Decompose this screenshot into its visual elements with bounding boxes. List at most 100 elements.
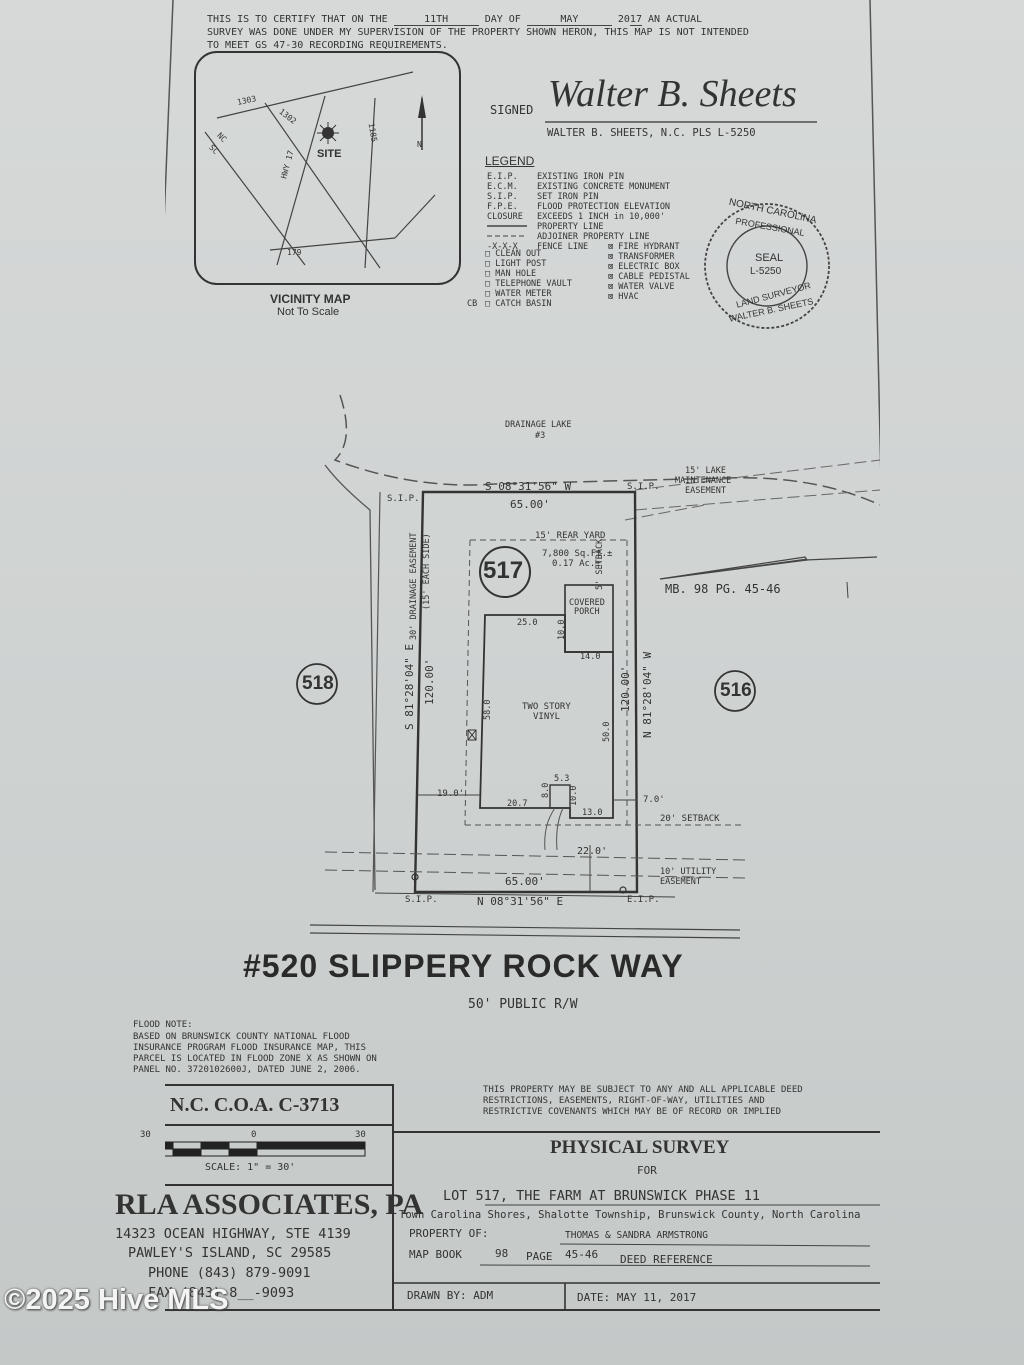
legend-title: LEGEND (485, 154, 535, 168)
drawn-by: DRAWN BY: ADM (407, 1289, 494, 1302)
legend-desc: FENCE LINE (537, 242, 589, 252)
front-bearing: N 08°31'56" E (477, 895, 564, 908)
legend-code: -X-X-X (487, 242, 518, 252)
dim-19: 19.0' (437, 789, 465, 799)
dim-7: 7.0' (643, 795, 665, 805)
signed-label: SIGNED (490, 103, 534, 117)
legend-symbol-item: ⊠ WATER VALVE (608, 282, 675, 292)
restriction-line: RESTRICTIONS, EASEMENTS, RIGHT-OF-WAY, U… (483, 1096, 765, 1106)
vicinity-title: VICINITY MAP (270, 292, 351, 306)
drainage-lake-label: DRAINAGE LAKE (505, 420, 572, 430)
left-distance: 120.00' (423, 658, 436, 705)
firm-phone: PHONE (843) 879-9091 (148, 1265, 311, 1281)
left-bearing: S 81°28'04" E (403, 643, 416, 730)
legend-desc: EXISTING CONCRETE MONUMENT (537, 182, 671, 192)
seal-center-2: L-5250 (750, 266, 782, 277)
side-setback: 5' SETBACK (595, 538, 605, 590)
road-179: 179 (287, 248, 302, 257)
legend-desc: SET IRON PIN (537, 192, 599, 202)
flood-note-line: BASED ON BRUNSWICK COUNTY NATIONAL FLOOD (133, 1032, 350, 1042)
rear-bearing: S 08°31'56" W (485, 480, 572, 493)
flood-note-line: PANEL NO. 3720102600J, DATED JUNE 2, 200… (133, 1065, 361, 1075)
firm-fax: FAX (843) 8__-9093 (148, 1285, 295, 1301)
dim-50: 50.0 (602, 721, 612, 742)
mapbook-ref: MB. 98 PG. 45-46 (665, 582, 781, 596)
rear-distance: 65.00' (510, 498, 550, 511)
lake-easement-1: 15' LAKE (685, 466, 726, 476)
sip-top-left: S.I.P. (387, 494, 420, 504)
front-setback: 20' SETBACK (660, 814, 720, 824)
dim-5-3: 5.3 (554, 774, 570, 784)
surveyor-name: WALTER B. SHEETS, N.C. PLS L-5250 (547, 127, 756, 139)
flood-note-line: INSURANCE PROGRAM FLOOD INSURANCE MAP, T… (133, 1043, 366, 1053)
legend-code: S.I.P. (487, 192, 518, 202)
page-label: PAGE (526, 1250, 553, 1263)
covered-porch-1: COVERED (569, 598, 605, 608)
legend-code: E.C.M. (487, 182, 518, 192)
scale-30-left: 30 (140, 1130, 151, 1140)
site-label: SITE (317, 148, 342, 160)
restriction-line: RESTRICTIVE COVENANTS WHICH MAY BE OF RE… (483, 1107, 782, 1117)
area-sqft: 7,800 Sq.Ft.± (542, 549, 613, 559)
dim-25: 25.0 (517, 618, 538, 628)
for-label: FOR (637, 1164, 657, 1177)
vicinity-subtitle: Not To Scale (277, 306, 340, 318)
location: Town Carolina Shores, Shalotte Township,… (399, 1209, 861, 1221)
sip-top-right: S.I.P. (627, 482, 660, 492)
firm-address-1: 14323 OCEAN HIGHWAY, STE 4139 (115, 1226, 351, 1242)
covered-porch-2: PORCH (574, 607, 600, 617)
legend-desc: ADJOINER PROPERTY LINE (537, 232, 650, 242)
legend-desc: EXCEEDS 1 INCH in 10,000' (537, 212, 665, 222)
firm-name: RLA ASSOCIATES, PA (115, 1188, 424, 1221)
plat-linework (165, 0, 880, 1311)
area-ac: 0.17 Ac.± (552, 559, 601, 569)
lake-easement-2: MAINTENANCE (675, 476, 732, 486)
lot-description: LOT 517, THE FARM AT BRUNSWICK PHASE 11 (443, 1188, 760, 1204)
cert-line-1: THIS IS TO CERTIFY THAT ON THE 11TH DAY … (207, 14, 703, 26)
lake-easement-3: EASEMENT (685, 486, 726, 496)
legend-desc: FLOOD PROTECTION ELEVATION (537, 202, 671, 212)
legend-cb: CB (467, 299, 478, 309)
legend-symbol-item: □ WATER METER (485, 289, 552, 299)
legend-code: CLOSURE (487, 212, 523, 222)
legend-code: E.I.P. (487, 172, 518, 182)
legend-desc: EXISTING IRON PIN (537, 172, 624, 182)
legend-symbol-item: ⊠ FIRE HYDRANT (608, 242, 680, 252)
legend-desc: PROPERTY LINE (537, 222, 604, 232)
scale-0: 0 (251, 1130, 257, 1140)
front-distance: 65.00' (505, 875, 545, 888)
coa-number: N.C. C.O.A. C-3713 (170, 1094, 340, 1116)
lot-number: 517 (483, 557, 524, 584)
legend-symbol-item: □ MAN HOLE (485, 269, 537, 279)
property-of-label: PROPERTY OF: (409, 1227, 489, 1240)
restriction-line: THIS PROPERTY MAY BE SUBJECT TO ANY AND … (483, 1085, 803, 1095)
mapbook-value: 98 (495, 1247, 509, 1260)
flood-note-title: FLOOD NOTE: (133, 1020, 193, 1030)
adjoiner-516: 516 (720, 680, 752, 701)
signature-script: Walter B. Sheets (548, 73, 797, 115)
north-arrow-icon: N (417, 140, 422, 149)
right-distance: 120.00' (619, 665, 632, 712)
scale-text: SCALE: 1" = 30' (205, 1162, 296, 1173)
drainage-lake-no: #3 (535, 431, 546, 441)
firm-address-2: PAWLEY'S ISLAND, SC 29585 (128, 1245, 332, 1261)
date: DATE: MAY 11, 2017 (577, 1291, 697, 1304)
sip-bottom: S.I.P. (405, 895, 438, 905)
deed-label: DEED REFERENCE (620, 1253, 713, 1266)
adjoiner-518: 518 (302, 673, 334, 694)
seal-center-1: SEAL (755, 252, 784, 264)
rear-yard: 15' REAR YARD (535, 531, 606, 541)
legend-symbol-item: ⊠ CABLE PEDISTAL (608, 272, 690, 282)
flood-note-line: PARCEL IS LOCATED IN FLOOD ZONE X AS SHO… (133, 1054, 377, 1064)
legend-symbol-item: □ CLEAN OUT (485, 249, 542, 259)
utility-easement-2: EASEMENT (660, 877, 701, 887)
dim-20-7: 20.7 (507, 799, 528, 809)
drainage-easement: 30' DRAINAGE EASEMENT (409, 532, 419, 640)
page-value: 45-46 (565, 1248, 599, 1261)
right-bearing: N 81°28'04" W (641, 651, 654, 738)
dim-13: 13.0 (582, 808, 603, 818)
dim-22: 22.0' (577, 846, 608, 857)
street-name: #520 SLIPPERY ROCK WAY (243, 948, 684, 984)
dim-10-front: 10.0 (569, 785, 579, 806)
